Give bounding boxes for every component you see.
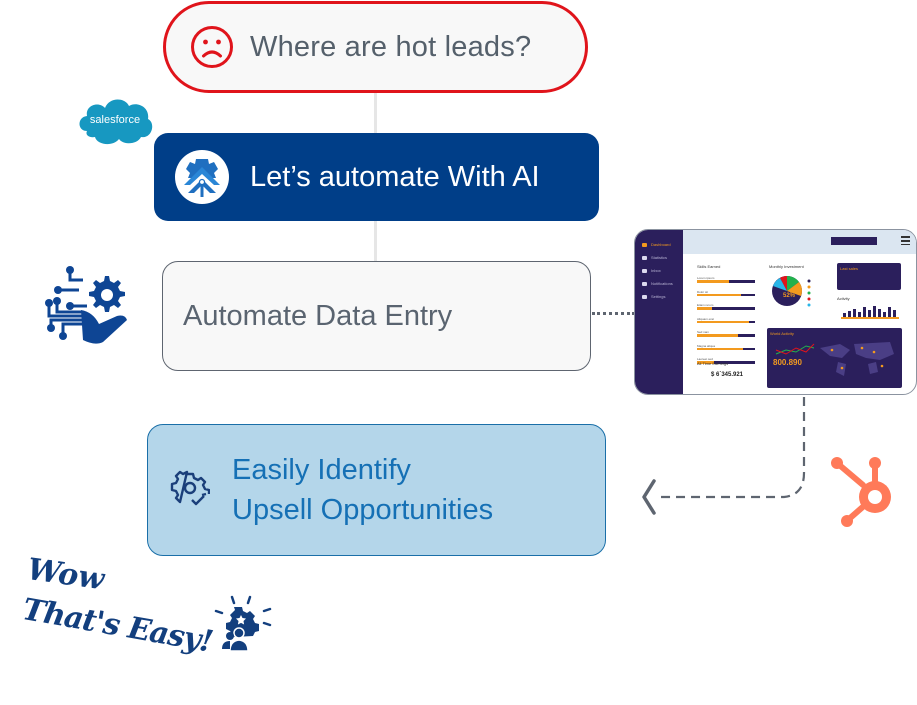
investment-pie: 52% bbox=[772, 276, 811, 307]
tagline-easy: That's Easy! bbox=[19, 592, 215, 660]
skill-bar bbox=[697, 293, 755, 296]
skill-label: Aliquam erat bbox=[697, 316, 714, 321]
dotted-connector bbox=[592, 312, 635, 315]
skill-label: Laoreet sed bbox=[697, 357, 713, 361]
skill-row: Laoreet sed bbox=[697, 357, 755, 364]
earnings-panel: All Time Earnings $ 6`345.921 bbox=[697, 361, 757, 378]
skill-bar bbox=[697, 347, 755, 350]
dash-nav-item: Statistics bbox=[635, 251, 683, 264]
skill-bar-fill bbox=[697, 280, 729, 283]
salesforce-logo: salesforce bbox=[79, 99, 153, 145]
skill-bar-fill bbox=[697, 347, 744, 350]
skill-row: Dolor sit bbox=[697, 289, 755, 296]
skill-bar-fill bbox=[697, 307, 712, 310]
skill-bar bbox=[697, 280, 755, 283]
skill-label: Lorem ipsum bbox=[697, 276, 715, 280]
earnings-title: All Time Earnings bbox=[697, 361, 729, 366]
connector-line bbox=[374, 220, 377, 262]
skill-bar-fill bbox=[697, 320, 750, 323]
automate-ai-label: Let’s automate With AI bbox=[250, 160, 540, 193]
world-map bbox=[775, 342, 894, 376]
hand-gear-circuit-icon bbox=[45, 266, 127, 344]
world-activity-panel: World Activity 800.890 bbox=[767, 328, 902, 388]
skill-label: Magna aliqua bbox=[697, 343, 716, 348]
upsell-line1: Easily Identify bbox=[232, 454, 411, 486]
skill-row: Etiam rerum bbox=[697, 303, 755, 310]
data-entry-node: Automate Data Entry bbox=[162, 261, 591, 371]
team-idea-gear-icon bbox=[214, 595, 272, 652]
upsell-node: Easily Identify Upsell Opportunities bbox=[147, 424, 606, 556]
skill-bar bbox=[697, 334, 755, 337]
data-entry-label: Automate Data Entry bbox=[183, 299, 453, 332]
salesforce-label: salesforce bbox=[90, 114, 140, 126]
skill-label: Sed nam bbox=[697, 330, 710, 334]
skill-row: Magna aliqua bbox=[697, 343, 755, 350]
gear-check-icon bbox=[170, 470, 210, 506]
skill-bar bbox=[697, 361, 755, 364]
skill-row: Sed nam bbox=[697, 330, 755, 337]
skill-bar bbox=[697, 320, 755, 323]
dash-nav-item: Notifications bbox=[635, 277, 683, 290]
skill-row: Lorem ipsum bbox=[697, 276, 755, 283]
dashboard-preview: Dashboard Statistics Inbox Notifications… bbox=[634, 229, 917, 395]
dash-nav-item: Inbox bbox=[635, 264, 683, 277]
world-value: 800.890 bbox=[773, 358, 802, 367]
dash-nav-item: Dashboard bbox=[635, 238, 683, 251]
investment-pct: 52% bbox=[783, 293, 796, 299]
activity-bars bbox=[841, 306, 899, 319]
world-title: World Activity bbox=[770, 331, 794, 336]
earnings-value: $ 6`345.921 bbox=[710, 372, 744, 378]
dashboard-sidebar: Dashboard Statistics Inbox Notifications… bbox=[635, 230, 683, 394]
chevron-left-icon bbox=[642, 479, 656, 515]
dash-search-icon bbox=[831, 237, 877, 245]
skill-bar-fill bbox=[697, 361, 715, 364]
ai-gear-arrow-icon bbox=[175, 150, 229, 204]
skill-bar-fill bbox=[697, 293, 741, 296]
connector-line bbox=[374, 92, 377, 134]
skill-label: Dolor sit bbox=[697, 289, 709, 294]
activity-panel: Activity bbox=[837, 296, 901, 326]
investment-panel: Monthly Investment 52% bbox=[769, 264, 833, 316]
skill-bar-fill bbox=[697, 334, 738, 337]
hamburger-menu-icon bbox=[901, 236, 910, 245]
dashboard-topbar bbox=[683, 230, 916, 254]
skills-title: Skills Earned bbox=[697, 264, 721, 269]
tagline-wow: Wow bbox=[25, 552, 107, 598]
last-sales-title: Last sales bbox=[840, 266, 859, 271]
dash-nav-item: Settings bbox=[635, 290, 683, 303]
activity-title: Activity bbox=[837, 296, 850, 301]
investment-title: Monthly Investment bbox=[769, 264, 804, 269]
dashed-return-connector bbox=[642, 397, 806, 515]
sad-face-icon bbox=[191, 26, 233, 68]
problem-label: Where are hot leads? bbox=[250, 30, 532, 63]
last-sales-panel: Last sales bbox=[837, 263, 901, 290]
skill-label: Etiam rerum bbox=[697, 303, 714, 307]
problem-node: Where are hot leads? bbox=[163, 1, 588, 93]
skill-bar bbox=[697, 307, 755, 310]
upsell-line2: Upsell Opportunities bbox=[232, 494, 494, 526]
skill-row: Aliquam erat bbox=[697, 316, 755, 323]
hubspot-sprocket-icon bbox=[831, 457, 891, 527]
automate-ai-node: Let’s automate With AI bbox=[154, 133, 599, 221]
